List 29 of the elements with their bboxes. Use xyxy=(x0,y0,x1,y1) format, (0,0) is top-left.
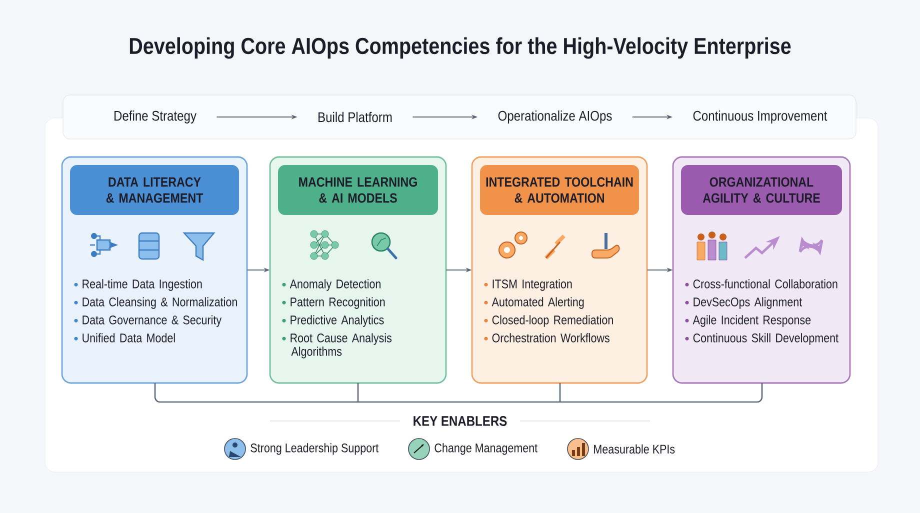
enabler-label: Strong Leadership Support xyxy=(250,443,379,455)
bullet-item: Data Cleansing & Normalization xyxy=(74,297,237,309)
bullet-item: Agile Incident Response xyxy=(685,315,811,327)
enabler-label: Measurable KPIs xyxy=(594,444,675,454)
bullet-item: Data Governance & Security xyxy=(74,315,222,327)
bullet-item: Automated Alerting xyxy=(484,297,584,309)
enabler-label: Change Management xyxy=(434,443,538,455)
bullet-item: Closed-loop Remediation xyxy=(484,315,613,327)
card-header: DATA LITERACY & MANAGEMENT xyxy=(70,165,239,215)
bullet-item: DevSecOps Alignment xyxy=(685,297,802,309)
bullet-item: ITSM Integration xyxy=(484,279,572,291)
card-header: ORGANIZATIONAL AGILITY & CULTURE xyxy=(681,165,842,215)
bullet-item: Cross-functional Collaboration xyxy=(685,279,838,288)
card-header: MACHINE LEARNING & AI MODELS xyxy=(278,165,438,215)
bullet-item: Pattern Recognition xyxy=(282,297,385,309)
bullet-item: Unified Data Model xyxy=(74,333,175,342)
stage-label: Operationalize AIOps xyxy=(498,110,612,124)
bullet-item: Anomaly Detection xyxy=(282,279,380,291)
card-header: INTEGRATED TOOLCHAIN & AUTOMATION xyxy=(480,165,639,215)
title: Developing Core AIOps Competencies for the High-Velocity Enterprise xyxy=(130,37,791,59)
stage-label: Build Platform xyxy=(318,112,392,122)
bullet-item: Orchestration Workflows xyxy=(484,333,610,342)
stage-label: Continuous Improvement xyxy=(693,110,828,124)
stage-label: Define Strategy xyxy=(114,110,196,124)
bullet-item: Predictive Analytics xyxy=(282,315,384,327)
bullet-item: Real-time Data Ingestion xyxy=(74,279,202,291)
bullet-item: Root Cause Analysis Algorithms xyxy=(282,333,392,358)
section-heading: KEY ENABLERS xyxy=(414,416,507,426)
bullet-item: Continuous Skill Development xyxy=(685,333,838,345)
